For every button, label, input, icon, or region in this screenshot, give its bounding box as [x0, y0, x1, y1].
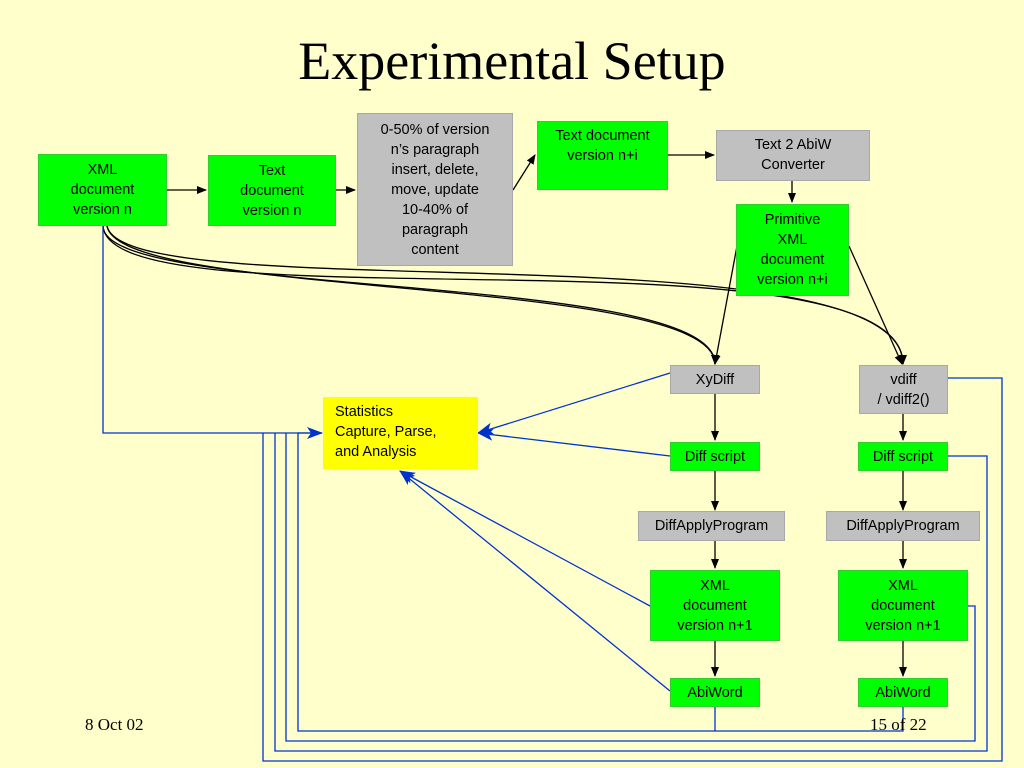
diff-script-left: Diff script — [670, 442, 760, 471]
text-document-version-n: Text document version n — [208, 155, 336, 226]
primitive-xml-document: Primitive XML document version n+i — [736, 204, 849, 296]
xydiff-tool: XyDiff — [670, 365, 760, 394]
slide-title: Experimental Setup — [298, 31, 726, 91]
xml-document-version-n-plus-1-right: XML document version n+1 — [838, 570, 968, 641]
text-document-version-n-plus-i: Text document version n+i — [537, 121, 668, 190]
text-to-abiw-converter: Text 2 AbiW Converter — [716, 130, 870, 181]
footer-date: 8 Oct 02 — [85, 715, 144, 734]
vdiff-tool: vdiff / vdiff2() — [859, 365, 948, 414]
diff-script-right: Diff script — [858, 442, 948, 471]
modification-parameters: 0-50% of version n’s paragraph insert, d… — [357, 113, 513, 266]
diff-apply-program-left: DiffApplyProgram — [638, 511, 785, 541]
flow-arrows — [102, 151, 907, 677]
feedback-lines — [102, 226, 1003, 762]
diff-apply-program-right: DiffApplyProgram — [826, 511, 980, 541]
statistics-analysis: Statistics Capture, Parse, and Analysis — [323, 397, 478, 469]
abiword-left: AbiWord — [670, 678, 760, 707]
xml-document-version-n-plus-1-left: XML document version n+1 — [650, 570, 780, 641]
abiword-right: AbiWord — [858, 678, 948, 707]
xml-document-version-n: XML document version n — [38, 154, 167, 226]
footer-page-number: 15 of 22 — [870, 715, 927, 734]
